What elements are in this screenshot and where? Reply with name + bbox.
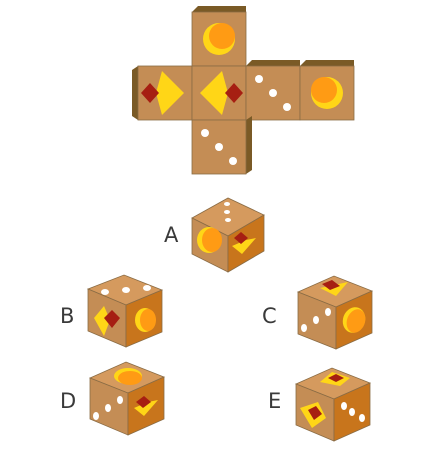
moon-icon [342,307,366,333]
three-dots-icon [341,402,365,422]
net-face-left [132,65,193,121]
net-face-bottom [191,116,252,175]
three-dots-icon [93,396,123,420]
three-dots-icon [101,285,151,295]
moon-icon [114,368,142,385]
diamond-icon [94,306,120,336]
moon-icon [311,77,343,109]
net-face-right [245,60,301,121]
moon-icon [203,23,235,55]
diamond-icon [300,402,326,428]
option-label-d: D [60,389,76,413]
three-dots-icon [301,308,331,332]
diamond-icon [320,372,350,386]
option-label-b: B [60,304,74,328]
net-face-top [191,6,247,67]
diamond-icon [232,232,256,254]
net-face-center [191,65,247,121]
option-label-e: E [268,389,281,413]
option-b[interactable]: B [60,274,164,348]
option-e[interactable]: E [268,367,372,442]
diamond-icon [134,396,158,416]
option-c[interactable]: C [262,275,374,350]
option-a[interactable]: A [164,197,265,273]
net-face-far-right [299,60,355,121]
moon-icon [135,308,156,332]
three-dots-icon [224,202,231,222]
option-d[interactable]: D [60,361,166,436]
diamond-icon [320,280,348,296]
moon-icon [197,227,222,253]
option-label-a: A [164,223,179,247]
option-label-c: C [262,304,277,328]
cube-net [132,6,355,175]
